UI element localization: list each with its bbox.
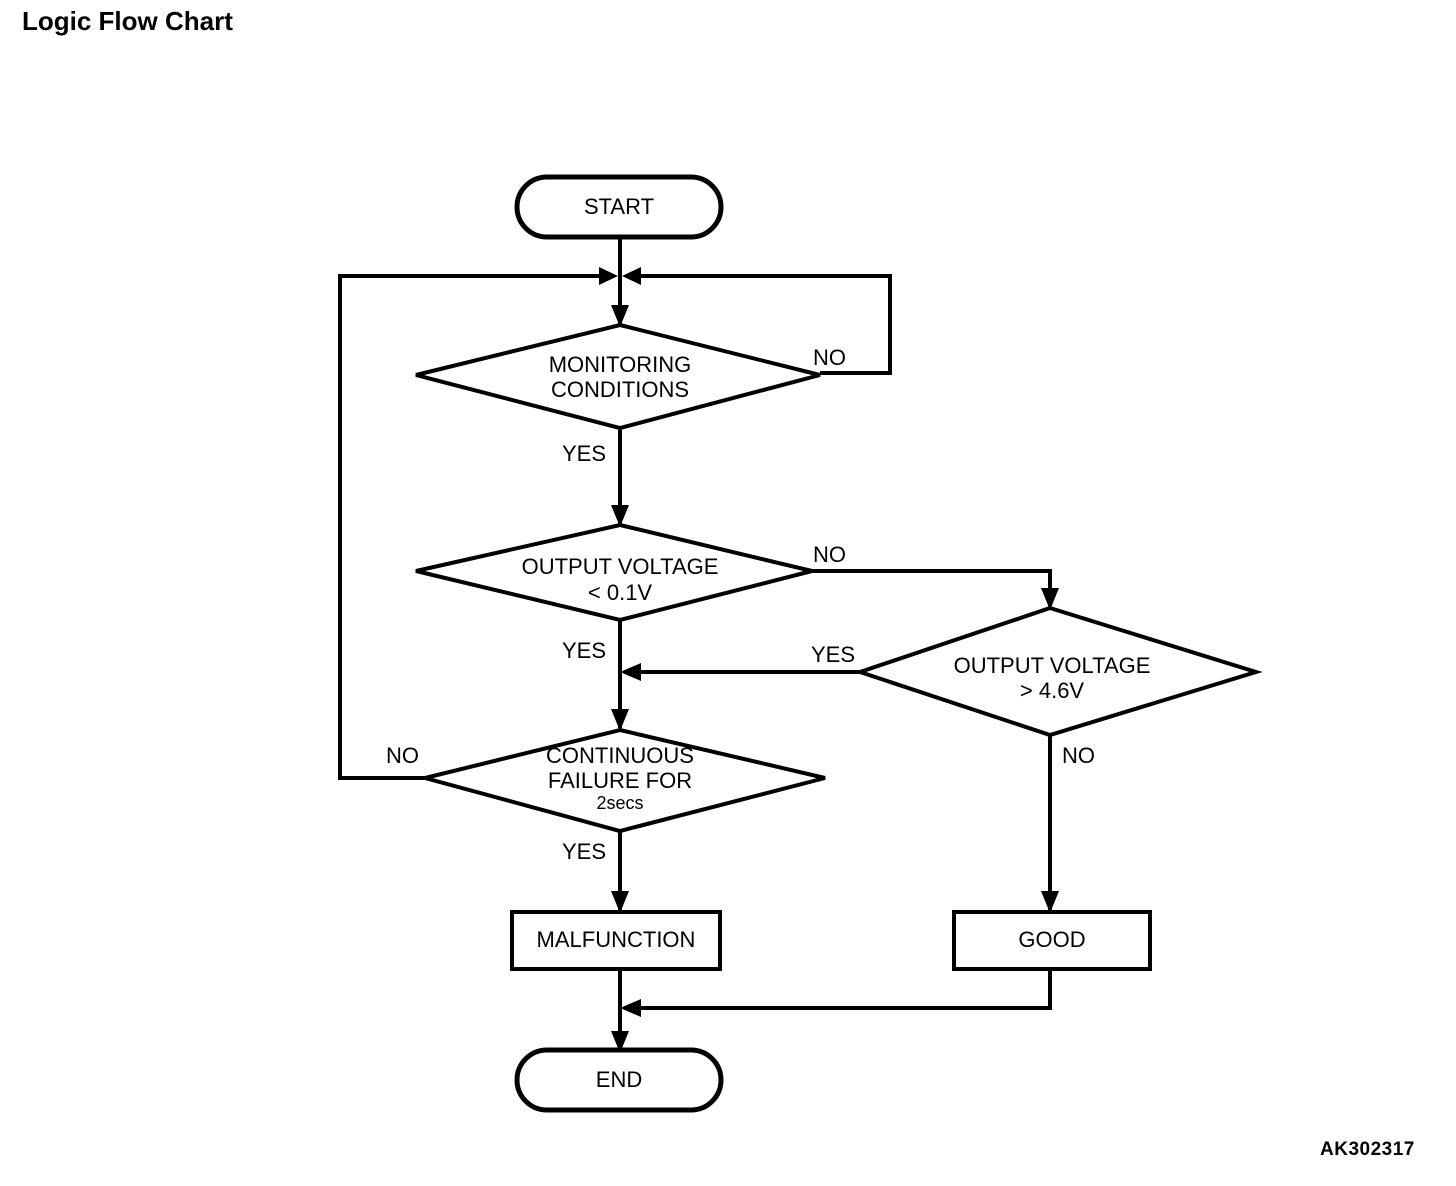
- edge-monitoring-no-loop: [622, 267, 892, 375]
- node-start-label: START: [584, 194, 654, 219]
- node-continuous-line3: 2secs: [596, 793, 643, 813]
- node-output-voltage-low[interactable]: OUTPUT VOLTAGE < 0.1V: [415, 522, 813, 623]
- edge-label-volt-high-no: NO: [1062, 743, 1095, 768]
- node-volt-high-line2: > 4.6V: [1020, 678, 1085, 703]
- node-end-label: END: [596, 1067, 642, 1092]
- edge-label-monitoring-yes: YES: [562, 441, 606, 466]
- node-start[interactable]: START: [514, 174, 724, 240]
- edge-label-monitoring-no: NO: [813, 345, 846, 370]
- node-good-label: GOOD: [1018, 927, 1085, 952]
- edge-volt-high-yes: [620, 663, 860, 681]
- node-continuous-line1: CONTINUOUS: [546, 743, 694, 768]
- node-output-voltage-high[interactable]: OUTPUT VOLTAGE > 4.6V: [853, 605, 1263, 738]
- node-monitoring-conditions[interactable]: MONITORING CONDITIONS: [415, 322, 821, 431]
- page-title: Logic Flow Chart: [22, 6, 233, 36]
- node-volt-low-line1: OUTPUT VOLTAGE: [522, 554, 719, 579]
- edge-volt-low-yes: [611, 618, 629, 731]
- edge-volt-high-no: [1041, 736, 1059, 913]
- edge-label-continuous-no: NO: [386, 743, 419, 768]
- node-end[interactable]: END: [514, 1047, 724, 1113]
- node-continuous-failure[interactable]: CONTINUOUS FAILURE FOR 2secs: [417, 727, 826, 834]
- edge-monitoring-yes: [611, 430, 629, 527]
- edge-label-volt-high-yes: YES: [811, 642, 855, 667]
- node-malfunction[interactable]: MALFUNCTION: [510, 910, 722, 971]
- node-monitoring-line1: MONITORING: [549, 352, 692, 377]
- edge-volt-low-no: [812, 569, 1059, 610]
- edge-label-volt-low-no: NO: [813, 542, 846, 567]
- edge-continuous-no-loop: [338, 267, 618, 780]
- node-volt-low-line2: < 0.1V: [588, 580, 653, 605]
- edge-label-volt-low-yes: YES: [562, 638, 606, 663]
- figure-code: AK302317: [1320, 1139, 1415, 1160]
- node-good[interactable]: GOOD: [952, 910, 1152, 971]
- edge-good-to-end: [620, 968, 1052, 1017]
- edge-start-to-junction: [611, 237, 629, 327]
- edge-malfunction-to-end: [611, 968, 629, 1053]
- node-malfunction-label: MALFUNCTION: [537, 927, 696, 952]
- edge-label-continuous-yes: YES: [562, 839, 606, 864]
- edge-continuous-yes: [611, 830, 629, 913]
- node-volt-high-line1: OUTPUT VOLTAGE: [954, 653, 1151, 678]
- node-continuous-line2: FAILURE FOR: [548, 768, 692, 793]
- node-monitoring-line2: CONDITIONS: [551, 377, 689, 402]
